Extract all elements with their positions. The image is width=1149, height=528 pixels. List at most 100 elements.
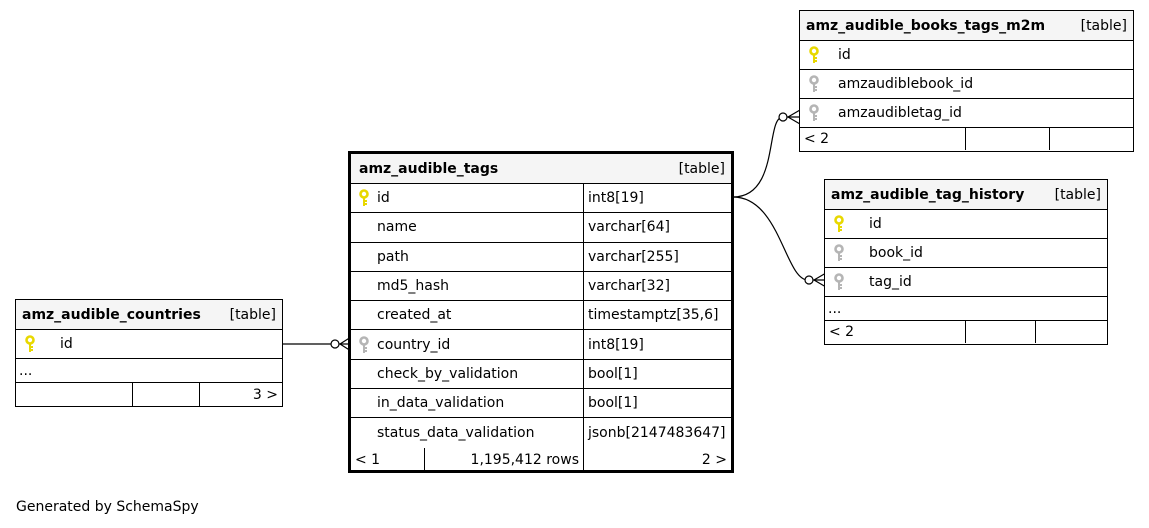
footer-rows bbox=[965, 321, 1035, 343]
pk-key-icon bbox=[800, 41, 828, 69]
column-type: bool[1] bbox=[583, 389, 731, 418]
table-header: amz_audible_books_tags_m2m [table] bbox=[800, 11, 1133, 41]
table-name: amz_audible_countries bbox=[22, 306, 201, 323]
table-name: amz_audible_books_tags_m2m bbox=[806, 17, 1046, 34]
column-type: timestamptz[35,6] bbox=[583, 301, 731, 330]
key-slot-empty bbox=[351, 360, 377, 388]
column-type: int8[19] bbox=[583, 330, 731, 359]
column-row[interactable]: id bbox=[800, 41, 1133, 70]
table-kind: [table] bbox=[1054, 186, 1101, 203]
footer-row-count: 1,195,412 rows bbox=[424, 447, 583, 472]
key-slot-empty bbox=[351, 213, 377, 241]
column-name-cell: created_at bbox=[351, 301, 583, 329]
column-name-cell: status_data_validation bbox=[351, 418, 583, 447]
column-type: varchar[32] bbox=[583, 271, 731, 301]
table-tag-history[interactable]: amz_audible_tag_history [table] id book_… bbox=[824, 179, 1108, 345]
link-tags-to-history bbox=[732, 196, 826, 281]
table-countries[interactable]: amz_audible_countries [table] id ... 3 > bbox=[15, 299, 283, 407]
tags-zero-many-marker bbox=[330, 339, 340, 349]
more-columns-ellipsis: ... bbox=[828, 300, 842, 317]
fk-key-icon bbox=[825, 239, 853, 267]
column-name: created_at bbox=[377, 307, 452, 324]
fk-key-icon bbox=[351, 330, 377, 358]
column-row[interactable]: id int8[19] bbox=[351, 184, 731, 214]
table-books-tags-m2m[interactable]: amz_audible_books_tags_m2m [table] id am… bbox=[799, 10, 1134, 152]
footer-children-link[interactable] bbox=[1049, 128, 1133, 150]
footer-children-link[interactable]: 2 > bbox=[583, 447, 731, 472]
more-columns-ellipsis: ... bbox=[19, 362, 33, 379]
table-header: amz_audible_tags [table] bbox=[351, 154, 731, 184]
column-name: book_id bbox=[869, 245, 923, 261]
column-row[interactable]: name varchar[64] bbox=[351, 213, 731, 243]
column-row[interactable]: id bbox=[825, 210, 1107, 239]
column-row[interactable]: md5_hash varchar[32] bbox=[351, 271, 731, 302]
column-type: jsonb[2147483647] bbox=[583, 418, 731, 448]
column-name: amzaudiblebook_id bbox=[838, 76, 974, 92]
pk-key-icon bbox=[16, 330, 44, 358]
key-slot-empty bbox=[351, 272, 377, 300]
generated-by-caption: Generated by SchemaSpy bbox=[16, 499, 199, 515]
footer-parents-link[interactable]: < 2 bbox=[829, 324, 855, 340]
table-footer: < 2 bbox=[825, 321, 1107, 343]
table-kind: [table] bbox=[1080, 17, 1127, 34]
footer-parents-link[interactable] bbox=[16, 383, 132, 406]
column-row[interactable]: book_id bbox=[825, 239, 1107, 268]
pk-key-icon bbox=[825, 210, 853, 238]
key-slot-empty bbox=[351, 243, 377, 271]
footer-parents-link[interactable]: < 2 bbox=[804, 131, 830, 147]
table-kind: [table] bbox=[229, 306, 276, 323]
column-name: check_by_validation bbox=[377, 365, 519, 382]
footer-children-link[interactable]: 3 > bbox=[199, 383, 282, 406]
column-row[interactable]: id bbox=[16, 330, 282, 359]
m2m-zero-many-marker bbox=[778, 112, 788, 122]
link-tags-to-m2m bbox=[732, 116, 800, 198]
m2m-crowfoot bbox=[786, 109, 801, 125]
column-row[interactable]: amzaudibletag_id bbox=[800, 99, 1133, 128]
column-row[interactable]: status_data_validation jsonb[2147483647] bbox=[351, 418, 731, 448]
column-name: path bbox=[377, 248, 409, 265]
column-name-cell: check_by_validation bbox=[351, 360, 583, 388]
column-row[interactable]: tag_id bbox=[825, 268, 1107, 297]
history-crowfoot bbox=[812, 272, 827, 288]
column-name: md5_hash bbox=[377, 278, 450, 295]
more-columns-row: ... bbox=[16, 359, 282, 383]
column-name-cell: in_data_validation bbox=[351, 389, 583, 417]
column-type: bool[1] bbox=[583, 359, 731, 389]
column-name-cell: path bbox=[351, 243, 583, 271]
fk-key-icon bbox=[800, 70, 828, 98]
column-row[interactable]: check_by_validation bool[1] bbox=[351, 359, 731, 390]
footer-rows bbox=[965, 128, 1049, 150]
column-type: int8[19] bbox=[583, 184, 731, 213]
column-name: id bbox=[60, 336, 73, 352]
table-footer: < 1 1,195,412 rows 2 > bbox=[351, 447, 731, 472]
table-kind: [table] bbox=[678, 160, 725, 177]
table-tags[interactable]: amz_audible_tags [table] id int8[19] name v… bbox=[348, 151, 734, 473]
column-name-cell: country_id bbox=[351, 330, 583, 358]
column-type: varchar[255] bbox=[583, 242, 731, 271]
key-slot-empty bbox=[351, 418, 377, 447]
column-name: id bbox=[377, 190, 390, 207]
table-header: amz_audible_countries [table] bbox=[16, 300, 282, 330]
footer-parents-link[interactable]: < 1 bbox=[355, 451, 381, 468]
column-name: name bbox=[377, 219, 417, 236]
column-row[interactable]: path varchar[255] bbox=[351, 242, 731, 272]
column-name-cell: name bbox=[351, 213, 583, 241]
column-row[interactable]: amzaudiblebook_id bbox=[800, 70, 1133, 99]
column-name-cell: md5_hash bbox=[351, 272, 583, 300]
fk-key-icon bbox=[825, 268, 853, 296]
column-row[interactable]: created_at timestamptz[35,6] bbox=[351, 301, 731, 331]
tags-crowfoot bbox=[338, 336, 352, 352]
table-footer: < 2 bbox=[800, 128, 1133, 150]
column-name: status_data_validation bbox=[377, 425, 535, 442]
pk-key-icon bbox=[351, 184, 377, 212]
fk-key-icon bbox=[800, 99, 828, 127]
column-name: amzaudibletag_id bbox=[838, 105, 962, 121]
column-name: id bbox=[838, 47, 851, 63]
column-type: varchar[64] bbox=[583, 213, 731, 242]
table-footer: 3 > bbox=[16, 383, 282, 406]
key-slot-empty bbox=[351, 301, 377, 329]
footer-children-link[interactable] bbox=[1035, 321, 1107, 343]
